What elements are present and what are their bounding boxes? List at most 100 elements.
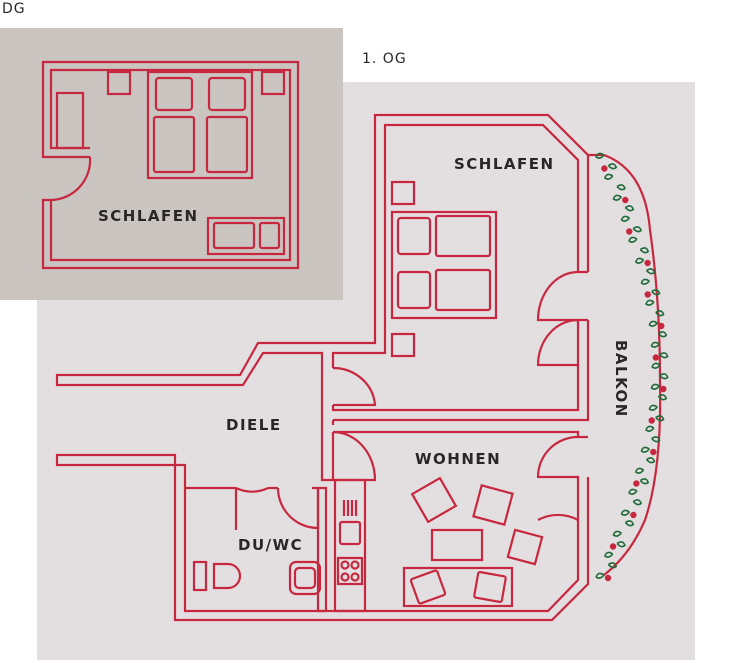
- plant-leaf: [639, 478, 650, 485]
- plant-berry: [609, 543, 617, 550]
- plant-leaf: [620, 509, 631, 516]
- dg-wardrobe: [55, 91, 85, 150]
- dg-nightstand-left: [106, 70, 132, 96]
- plant-leaf: [640, 446, 650, 453]
- plant-leaf: [634, 257, 645, 264]
- plant-berry: [626, 228, 633, 235]
- plant-berry: [648, 417, 655, 424]
- plant-leaf: [612, 194, 622, 201]
- og-coffee-table: [430, 528, 484, 562]
- plant-leaf: [648, 320, 658, 327]
- plant-berry: [604, 574, 612, 582]
- og-washbasin: [288, 560, 322, 596]
- plant-leaf: [607, 562, 618, 569]
- plant-berry: [630, 511, 637, 519]
- og-bathroom-door: [276, 487, 320, 530]
- og-nightstand-bottom: [390, 332, 416, 358]
- og-double-bed: [390, 210, 498, 320]
- plant-leaf: [607, 163, 618, 170]
- og-toilet: [212, 562, 242, 590]
- og-balcony-wall-upper: [331, 155, 590, 422]
- plant-leaf: [620, 215, 631, 222]
- og-bedroom-balcony-door-2: [536, 318, 579, 367]
- dg-background: [0, 28, 343, 300]
- plant-leaf: [604, 551, 614, 558]
- plant-leaf: [645, 268, 656, 275]
- plant-leaf: [595, 572, 605, 579]
- og-hall-partition: [320, 368, 580, 482]
- og-shower-tray: [192, 560, 208, 592]
- plant-leaf: [651, 436, 661, 443]
- plant-leaf: [655, 415, 665, 422]
- og-living-balcony-wall: [55, 435, 590, 622]
- plant-berry: [652, 354, 660, 361]
- plant-leaf: [624, 205, 635, 212]
- dg-floor-label: DG: [2, 1, 26, 17]
- plant-leaf: [651, 289, 661, 296]
- plant-leaf: [628, 236, 638, 243]
- plant-berry: [658, 322, 665, 330]
- plant-leaf: [655, 310, 665, 317]
- dg-room-label-schlafen: SCHLAFEN: [98, 207, 199, 225]
- og-bedroom-balcony-door: [536, 270, 579, 322]
- og-armchair-2: [472, 484, 514, 526]
- plant-berry: [650, 448, 657, 456]
- og-stove: [336, 556, 364, 586]
- plant-leaf: [657, 394, 668, 401]
- plant-leaf: [595, 152, 605, 159]
- og-bathroom-walls: [185, 486, 328, 613]
- plant-leaf: [650, 383, 660, 390]
- plant-berry: [644, 259, 651, 267]
- plant-leaf: [634, 467, 645, 474]
- og-stove-burners: [340, 560, 360, 582]
- plant-leaf: [632, 226, 642, 233]
- plant-berry: [601, 165, 608, 172]
- plant-leaf: [639, 247, 650, 254]
- plant-leaf: [628, 488, 638, 495]
- plant-leaf: [616, 184, 626, 191]
- plant-leaf: [645, 425, 655, 432]
- plant-leaf: [624, 520, 635, 527]
- plant-leaf: [612, 530, 622, 537]
- og-nightstand-top: [390, 180, 416, 206]
- plant-leaf: [650, 341, 660, 348]
- plant-leaf: [640, 278, 650, 285]
- og-washbasin-inner: [293, 566, 317, 590]
- og-kitchen-sink-drainer: [342, 500, 358, 516]
- og-floor-label: 1. OG: [362, 51, 407, 67]
- plant-leaf: [651, 362, 661, 369]
- og-living-door: [332, 430, 377, 482]
- dg-walls: [41, 60, 300, 270]
- og-bedroom-inner-wall: [331, 123, 580, 368]
- balcony-plants: [595, 152, 669, 582]
- og-armchair-1: [410, 476, 458, 524]
- plant-leaf: [648, 404, 658, 411]
- plant-berry: [660, 385, 667, 393]
- og-room-label-diele: DIELE: [226, 416, 282, 434]
- plant-leaf: [645, 457, 656, 464]
- plant-leaf: [659, 373, 669, 380]
- og-room-label-du-wc: DU/WC: [238, 536, 304, 554]
- og-kitchen-counter: [333, 478, 367, 613]
- plant-leaf: [616, 541, 626, 548]
- plant-berry: [633, 480, 640, 487]
- plant-berry: [622, 196, 629, 204]
- og-room-label-wohnen: WOHNEN: [415, 450, 502, 468]
- og-room-label-balkon: BALKON: [612, 340, 630, 418]
- plant-leaf: [604, 173, 614, 180]
- og-side-chair: [506, 528, 544, 566]
- og-room-label-schlafen: SCHLAFEN: [454, 155, 555, 173]
- og-bedroom-outer-wall: [55, 113, 604, 387]
- plant-berry: [644, 291, 651, 298]
- dg-double-bed: [146, 70, 254, 180]
- og-bedroom-door: [332, 366, 377, 407]
- plant-leaf: [632, 499, 642, 506]
- plant-leaf: [659, 352, 669, 359]
- og-sofa: [402, 566, 514, 608]
- plant-leaf: [645, 299, 655, 306]
- og-kitchen-sink: [338, 520, 362, 546]
- dg-sofa: [206, 216, 286, 256]
- dg-nightstand-right: [260, 70, 286, 96]
- plant-leaf: [657, 331, 668, 338]
